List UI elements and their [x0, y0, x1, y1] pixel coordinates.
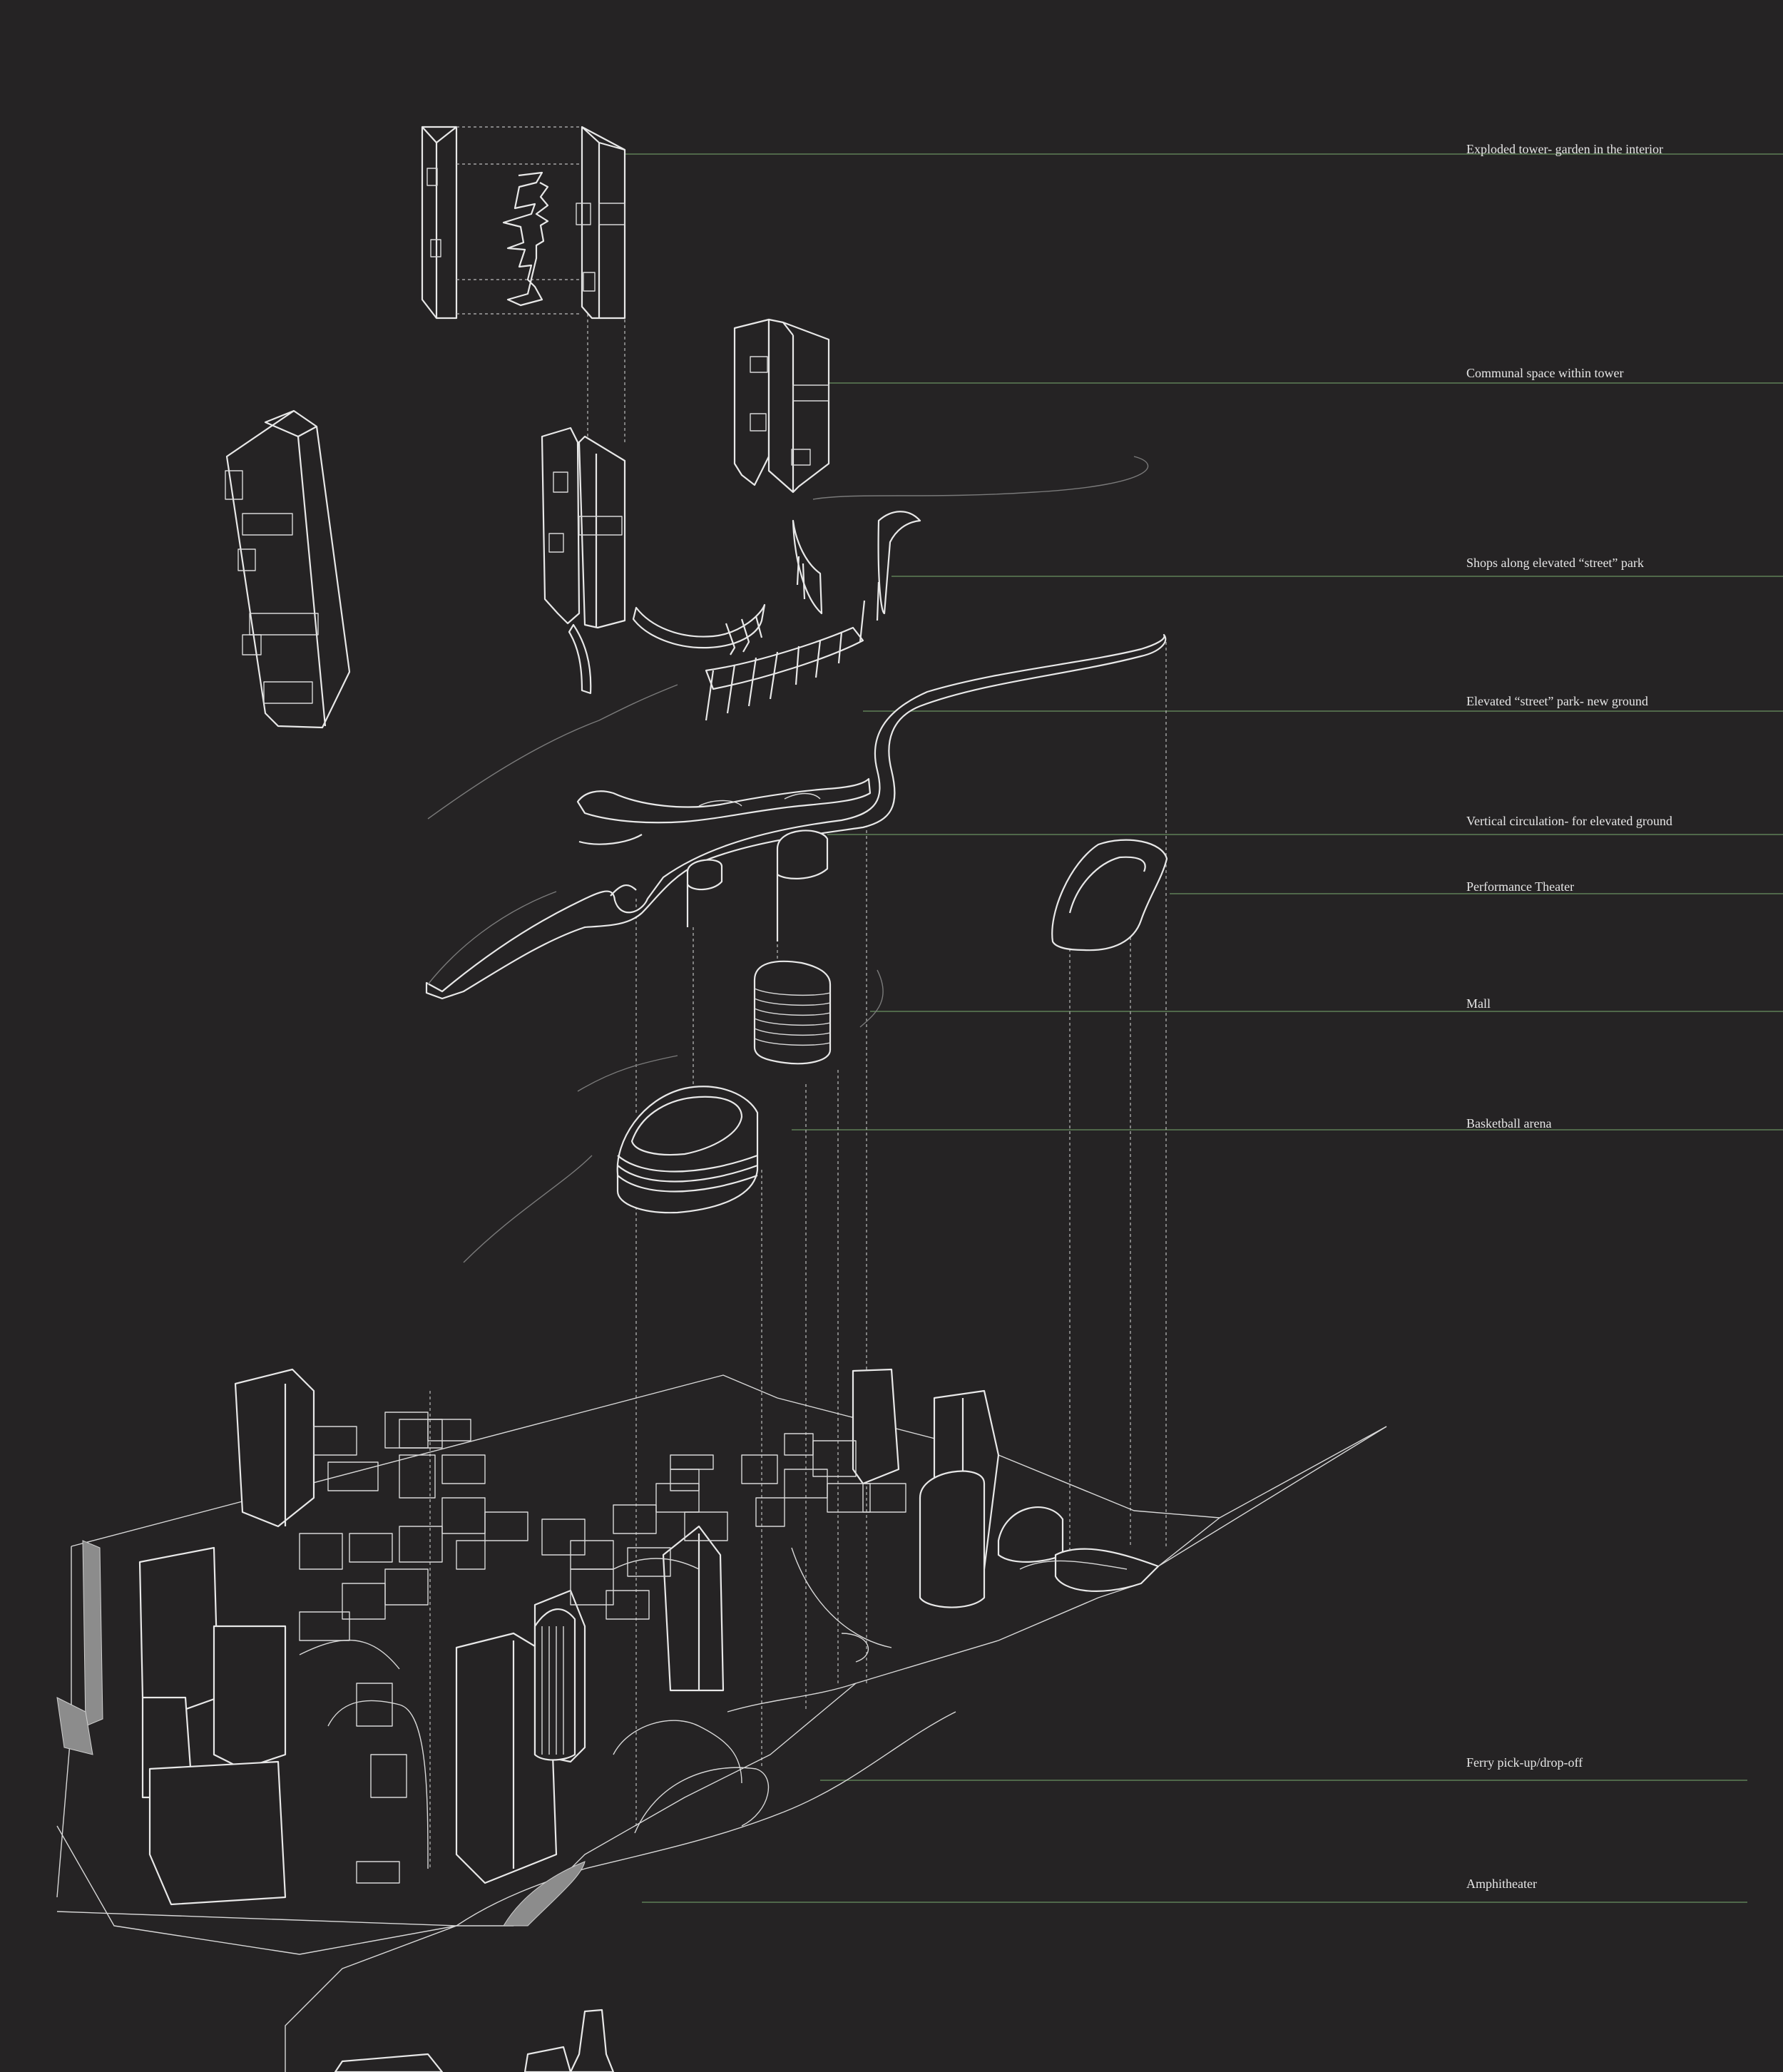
leader-lines — [625, 153, 1783, 1903]
label-basketball-arena: Basketball arena — [1466, 1116, 1552, 1131]
performance-theater-drawing — [1051, 839, 1168, 951]
label-mall: Mall — [1466, 996, 1491, 1011]
label-elevated-park: Elevated “street” park- new ground — [1466, 694, 1648, 708]
mall-drawing — [753, 960, 832, 1065]
label-performance-theater: Performance Theater — [1466, 879, 1575, 894]
communal-tower-drawing — [733, 318, 830, 494]
city-base-drawing — [56, 1368, 1387, 2072]
label-communal-space: Communal space within tower — [1466, 366, 1624, 380]
elevated-park-drawing — [425, 633, 1167, 1000]
label-vertical-circulation: Vertical circulation- for elevated groun… — [1466, 814, 1672, 828]
basketball-arena-drawing — [616, 1086, 759, 1214]
label-exploded-tower: Exploded tower- garden in the interior — [1466, 142, 1664, 156]
left-tower-drawing — [225, 409, 351, 729]
mid-tower-drawing — [541, 427, 626, 629]
exploded-tower-drawing — [421, 126, 626, 320]
shops-drawing — [568, 511, 921, 721]
label-ferry: Ferry pick-up/drop-off — [1466, 1755, 1583, 1770]
label-amphitheater: Amphitheater — [1466, 1877, 1537, 1891]
label-shops: Shops along elevated “street” park — [1466, 556, 1644, 570]
vertical-circulation-drawing — [686, 830, 829, 941]
ghost-layers — [427, 456, 1149, 1263]
